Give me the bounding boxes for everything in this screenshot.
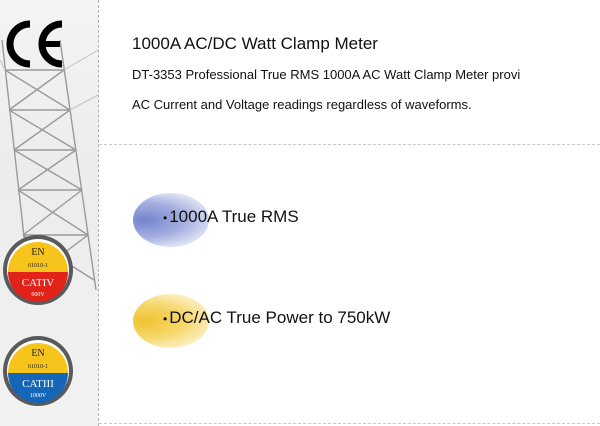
vertical-divider	[98, 0, 99, 426]
feature-blob-gold	[133, 294, 209, 348]
section-divider	[99, 144, 600, 145]
feature-label: •1000A True RMS	[163, 207, 299, 227]
bottom-divider	[99, 423, 600, 424]
bullet-icon: •	[163, 210, 168, 225]
feature-blob-blue	[133, 193, 209, 247]
badge-standard-text: 61010-1	[28, 364, 48, 370]
product-description-line-2: AC Current and Voltage readings regardle…	[132, 97, 472, 112]
ce-mark-logo	[6, 20, 63, 68]
left-panel: EN 61010-1 CATIV 600V EN 61010-1 CATIII …	[0, 0, 98, 426]
product-description-line-1: DT-3353 Professional True RMS 1000A AC W…	[132, 67, 521, 82]
feature-label-text: 1000A True RMS	[169, 207, 299, 226]
safety-badge-catiii: EN 61010-1 CATIII 1000V	[2, 335, 74, 407]
feature-item: •DC/AC True Power to 750kW	[133, 294, 593, 348]
feature-item: •1000A True RMS	[133, 193, 593, 247]
badge-voltage-text: 600V	[31, 292, 45, 298]
badge-en-text: EN	[31, 348, 44, 359]
badge-en-text: EN	[31, 247, 44, 258]
bullet-icon: •	[163, 311, 168, 326]
badge-category-text: CATIV	[22, 277, 54, 289]
badge-voltage-text: 1000V	[30, 393, 47, 399]
feature-label-text: DC/AC True Power to 750kW	[169, 308, 391, 327]
badge-category-text: CATIII	[22, 378, 54, 390]
badge-standard-text: 61010-1	[28, 263, 48, 269]
feature-label: •DC/AC True Power to 750kW	[163, 308, 390, 328]
safety-badge-cativ: EN 61010-1 CATIV 600V	[2, 234, 74, 306]
product-title: 1000A AC/DC Watt Clamp Meter	[132, 34, 378, 53]
